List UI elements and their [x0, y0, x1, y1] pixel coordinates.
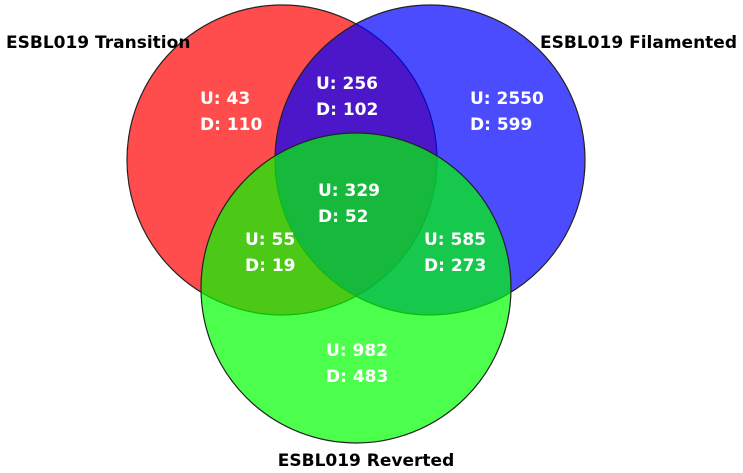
region-transition-only-up: U: 43: [200, 89, 250, 109]
region-filamented-only-down: D: 599: [470, 115, 532, 135]
label-transition: ESBL019 Transition: [6, 33, 190, 53]
region-transition-reverted-up: U: 55: [245, 230, 295, 250]
region-transition-filamented-down: D: 102: [316, 100, 378, 120]
region-filamented-reverted-down: D: 273: [424, 256, 486, 276]
label-reverted: ESBL019 Reverted: [278, 451, 455, 471]
circle-reverted: [200, 132, 512, 444]
region-filamented-reverted-up: U: 585: [424, 230, 486, 250]
region-filamented-only-up: U: 2550: [470, 89, 544, 109]
region-reverted-only-down: D: 483: [326, 367, 388, 387]
region-reverted-only-up: U: 982: [326, 341, 388, 361]
region-all-three-down: D: 52: [318, 207, 369, 227]
region-transition-reverted-down: D: 19: [245, 256, 296, 276]
region-transition-filamented-up: U: 256: [316, 74, 378, 94]
region-transition-only-down: D: 110: [200, 115, 262, 135]
label-filamented: ESBL019 Filamented: [540, 33, 737, 53]
region-all-three-up: U: 329: [318, 181, 380, 201]
